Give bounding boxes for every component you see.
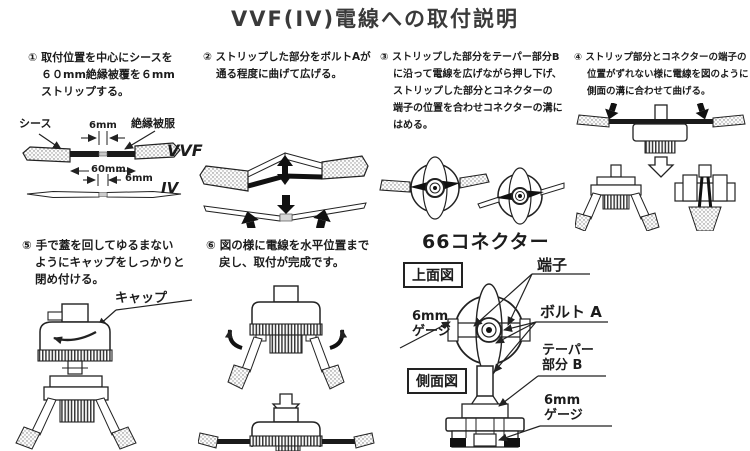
- iv-strip-width-label: 6mm: [125, 173, 153, 184]
- gauge-side-line-1: 6mm: [544, 393, 581, 408]
- seat-in-connector-art: [379, 156, 565, 225]
- step-1-text: ① 取付位置を中心にシースを ６０mm絶縁被覆を６mm ストリップする。: [28, 49, 175, 100]
- step-6-line-2: 戻し、取付が完成です。: [219, 255, 345, 269]
- step-1-line-2: ６０mm絶縁被覆を６mm: [41, 68, 175, 81]
- step-3-text: ③ ストリップした部分をテーパー部分B に沿って電線を広げながら押し下げ、 スト…: [380, 49, 563, 134]
- gauge-side-label: 6mm ゲージ: [544, 393, 583, 424]
- bend-open-art: [199, 152, 369, 228]
- gauge-top-label: 6mm ゲージ: [412, 309, 451, 340]
- step-2-text: ② ストリップした部分をボルトAが 通る程度に曲げて広げる。: [203, 49, 371, 83]
- step-4-text: ④ ストリップ部分とコネクターの端子の 位置がずれない様に電線を図のように 側面…: [574, 49, 749, 100]
- gauge-top-line-2: ゲージ: [412, 323, 451, 339]
- step-3-line-4: 端子の位置を合わせコネクターの溝に: [393, 103, 563, 114]
- gauge-side-line-2: ゲージ: [544, 407, 583, 423]
- cap-label: キャップ: [115, 291, 168, 306]
- step-5-line-1: ⑤ 手で蓋を回してゆるまない: [22, 238, 174, 252]
- strip-diagram-art: [22, 130, 182, 199]
- strip-length-label: 60mm: [91, 164, 126, 175]
- page-title: VVF(IV)電線への取付説明: [230, 7, 520, 31]
- step-5-text: ⑤ 手で蓋を回してゆるまない ようにキャップをしっかりと 閉め付ける。: [22, 237, 185, 288]
- step-3-line-5: はめる。: [393, 120, 433, 131]
- step-3-line-3: ストリップした部分とコネクターの: [393, 86, 553, 97]
- finish-art: [198, 285, 375, 451]
- step-3-line-2: に沿って電線を広げながら押し下げ、: [393, 69, 562, 80]
- step-2-line-2: 通る程度に曲げて広げる。: [216, 68, 342, 80]
- cap-tighten-diagram: キャップ: [10, 288, 198, 450]
- step-4-line-1: ④ ストリップ部分とコネクターの端子の: [574, 52, 747, 63]
- insulation-label: 絶縁被服: [131, 117, 175, 130]
- bend-down-diagram: [575, 103, 747, 231]
- connector-title: 66コネクター: [422, 231, 550, 253]
- step-1-line-3: ストリップする。: [41, 85, 129, 98]
- gauge-top-line-1: 6mm: [412, 309, 449, 324]
- step-4-line-2: 位置がずれない様に電線を図のように: [587, 69, 749, 80]
- side-view-badge: 側面図: [407, 368, 467, 394]
- vvf-wire-label: VVF: [167, 141, 203, 160]
- sheath-label: シース: [19, 117, 52, 130]
- step-5-line-2: ようにキャップをしっかりと: [35, 255, 185, 269]
- bend-open-diagram: [196, 116, 374, 228]
- connector-figure: 66コネクター 上面図 側面図 端子 ボルト A 6mm ゲージ テーパー 部分…: [392, 226, 632, 451]
- strip-dimensions-diagram: シース 6mm 絶縁被服 VVF 60mm 6mm IV: [13, 114, 203, 218]
- step-1-line-1: ① 取付位置を中心にシースを: [28, 51, 173, 64]
- terminal-label: 端子: [537, 256, 568, 274]
- seat-in-connector-diagram: [378, 148, 568, 230]
- finish-diagram: [198, 282, 376, 451]
- iv-wire-label: IV: [161, 179, 179, 197]
- taper-line-1: テーパー: [542, 343, 594, 358]
- taper-line-2: 部分 B: [542, 357, 583, 373]
- connector-figure-art: [399, 273, 612, 448]
- step-6-line-1: ⑥ 図の様に電線を水平位置まで: [206, 238, 370, 252]
- taper-label: テーパー 部分 B: [542, 343, 594, 374]
- step-5-line-3: 閉め付ける。: [35, 272, 104, 286]
- bolt-a-label: ボルト A: [540, 303, 602, 321]
- top-view-badge: 上面図: [403, 262, 463, 288]
- step-6-text: ⑥ 図の様に電線を水平位置まで 戻し、取付が完成です。: [206, 237, 369, 271]
- cap-tighten-art: [15, 299, 193, 450]
- step-4-line-3: 側面の溝に合わせて曲げる。: [587, 86, 711, 97]
- bend-down-art: [575, 103, 746, 231]
- strip-width-label: 6mm: [89, 120, 117, 131]
- step-3-line-1: ③ ストリップした部分をテーパー部分B: [380, 52, 560, 63]
- step-2-line-1: ② ストリップした部分をボルトAが: [203, 51, 371, 63]
